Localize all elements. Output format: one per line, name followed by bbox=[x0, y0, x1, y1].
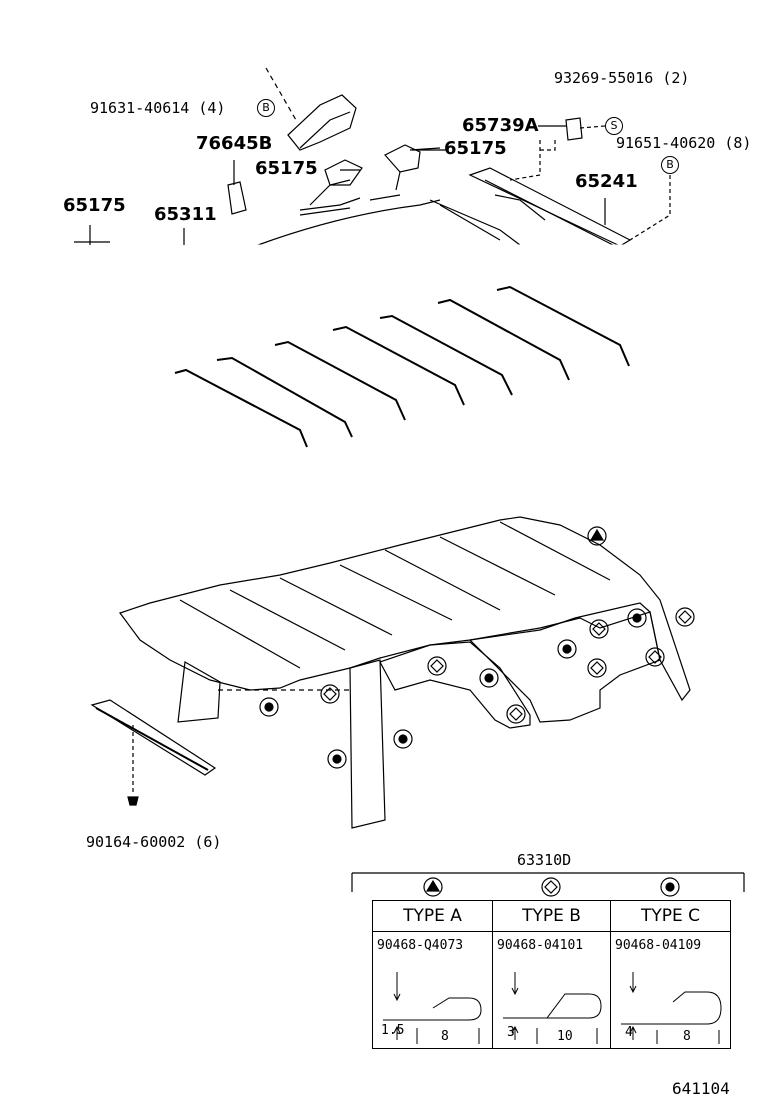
type-a-markers bbox=[587, 526, 607, 546]
type-b-part-number: 90468-04101 bbox=[497, 938, 584, 953]
type-c-part-number: 90468-04109 bbox=[615, 938, 702, 953]
clip-b-profile bbox=[503, 972, 602, 1044]
callout-s-marker: S bbox=[605, 117, 623, 135]
part-label-65739a: 65739A bbox=[462, 115, 539, 136]
type-c-cell: 90468-04109 4 8 bbox=[610, 931, 731, 1049]
part-label-65241: 65241 bbox=[575, 171, 638, 192]
callout-b-marker: B bbox=[661, 156, 679, 174]
clip-c-profile bbox=[621, 972, 722, 1044]
clip-set-bracket bbox=[351, 872, 745, 897]
clip-type-table: TYPE A TYPE B TYPE C 90468-Q4073 1.5 8 bbox=[372, 900, 731, 1049]
type-c-markers bbox=[259, 608, 647, 769]
part-label-65175-mid: 65175 bbox=[255, 158, 318, 179]
callout-b-marker: B bbox=[257, 99, 275, 117]
part-label-76645b: 76645B bbox=[196, 133, 273, 154]
part-label-93269: 93269-55016 (2) bbox=[554, 69, 690, 87]
type-a-part-number: 90468-Q4073 bbox=[377, 938, 464, 953]
type-a-width: 8 bbox=[441, 1029, 449, 1044]
roof-bows bbox=[174, 285, 630, 448]
type-b-width: 10 bbox=[557, 1029, 573, 1044]
type-a-cell: 90468-Q4073 1.5 8 bbox=[372, 931, 493, 1049]
clip-a-profile bbox=[383, 972, 482, 1044]
type-b-markers bbox=[320, 607, 695, 724]
type-a-height: 1.5 bbox=[381, 1023, 405, 1038]
part-label-90164: 90164-60002 (6) bbox=[86, 833, 222, 851]
type-c-height: 4 bbox=[625, 1025, 633, 1040]
part-label-65175-left: 65175 bbox=[63, 195, 126, 216]
part-label-63310d: 63310D bbox=[517, 851, 572, 869]
roof-frame-top bbox=[74, 67, 671, 248]
type-a-header: TYPE A bbox=[372, 900, 493, 932]
type-b-height: 3 bbox=[507, 1025, 515, 1040]
page-code: 641104 bbox=[672, 1079, 730, 1098]
type-b-header: TYPE B bbox=[492, 900, 611, 932]
part-label-91651: 91651-40620 (8) bbox=[616, 134, 752, 152]
type-b-cell: 90468-04101 3 10 bbox=[492, 931, 611, 1049]
part-label-91631: 91631-40614 (4) bbox=[90, 99, 226, 117]
type-c-width: 8 bbox=[683, 1029, 691, 1044]
type-c-header: TYPE C bbox=[610, 900, 731, 932]
part-label-65311: 65311 bbox=[154, 204, 217, 225]
part-label-65175-right: 65175 bbox=[444, 138, 507, 159]
headlining bbox=[90, 516, 691, 829]
